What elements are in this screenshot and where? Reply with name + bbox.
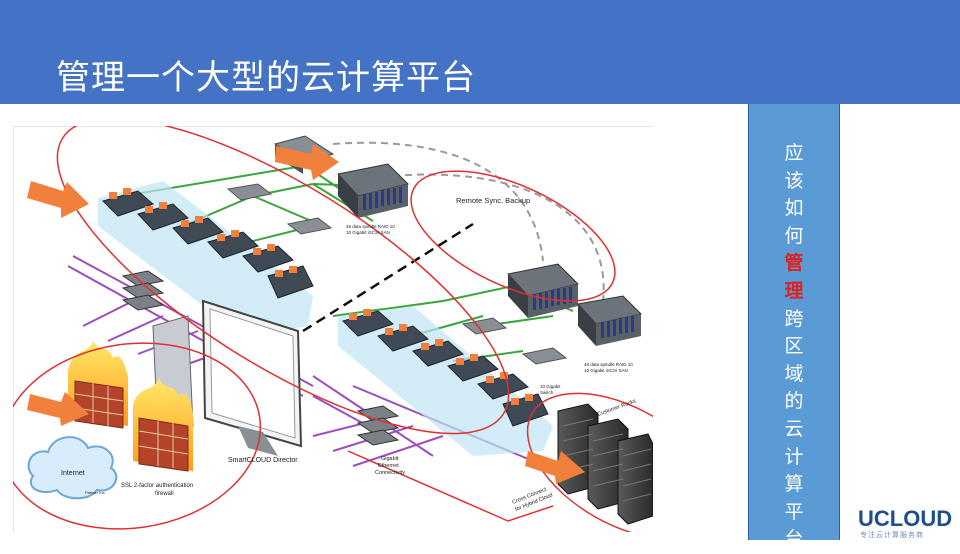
sidebar-char: 跨: [784, 307, 804, 330]
sidebar-char: 何: [784, 224, 804, 247]
internet-cloud: [27, 436, 118, 500]
ssl-label: SSL 2-factor authentication: [121, 483, 193, 489]
region-divider: [302, 222, 474, 333]
firewall-right: [133, 378, 193, 472]
sidebar-char: 如: [784, 197, 804, 220]
san-storage-right-2: [577, 295, 642, 346]
partner-label: Partner Inc.: [85, 490, 106, 495]
network-diagram: Remote Sync. Backup 48 data spindle RAID…: [0, 117, 720, 540]
sidebar-char: 应: [784, 142, 804, 164]
sidebar-char: 云: [784, 417, 804, 440]
customer-racks: [557, 403, 654, 525]
sidebar-vertical-text: 应该如何管理跨区域的云计算平台: [749, 140, 839, 554]
gigabit-ethernet-label: Gigabit: [381, 456, 399, 462]
san-storage-top: [337, 163, 409, 218]
san-storage-right-1: [507, 263, 579, 318]
sidebar-char: 算: [784, 473, 804, 496]
sidebar-char: 台: [784, 528, 804, 551]
customer-racks-label: Customer Racks: [597, 398, 637, 418]
spindle-left-label: 48 data spindle RAID 10: [346, 224, 395, 229]
header-bar: 管理一个大型的云计算平台: [0, 0, 960, 104]
cross-connect-line: [347, 450, 554, 522]
sidebar-char: 平: [784, 500, 804, 523]
spindle-right-label: 48 data spindle RAID 10: [584, 362, 633, 367]
sidebar-char: 理: [784, 279, 804, 302]
switch-label-2: Switch: [540, 390, 554, 395]
switch-label: 10 Gigabit: [540, 384, 561, 389]
internet-label: Internet: [61, 470, 85, 477]
sidebar-char: 该: [784, 169, 804, 192]
sidebar-char: 区: [784, 335, 804, 358]
gigabit-stack-middle: [356, 405, 400, 446]
firewall-left: [68, 341, 128, 429]
slide-title: 管理一个大型的云计算平台: [56, 58, 476, 98]
firewall-label: firewall: [155, 491, 174, 497]
connectivity-label: Connectivity: [375, 470, 405, 476]
server-cluster-top: [98, 181, 314, 336]
sidebar-char: 域: [784, 362, 804, 385]
sidebar-char: 的: [784, 390, 804, 413]
remote-sync-label: Remote Sync. Backup: [456, 196, 530, 205]
gigabit-stack-left: [121, 270, 165, 311]
ucloud-logo: UCLOUD 专注云计算服务商: [856, 506, 956, 540]
sidebar-char: 管: [784, 252, 804, 275]
orange-arrows: [27, 144, 585, 484]
gigabit-left-label: 10 Gigabit iSCSI SAN: [346, 230, 390, 235]
ethernet-label: Ethernet: [378, 463, 399, 469]
logo-tagline: 专注云计算服务商: [860, 531, 924, 539]
director-label: SmartCLOUD Director: [228, 457, 298, 464]
remote-sync-lines: [332, 141, 605, 302]
sidebar-char: 计: [784, 445, 804, 468]
sidebar-panel: 应该如何管理跨区域的云计算平台: [748, 104, 840, 550]
gigabit-right-label: 10 Gigabit iSCSI SAN: [584, 368, 628, 373]
logo-wordmark: UCLOUD: [858, 506, 953, 531]
